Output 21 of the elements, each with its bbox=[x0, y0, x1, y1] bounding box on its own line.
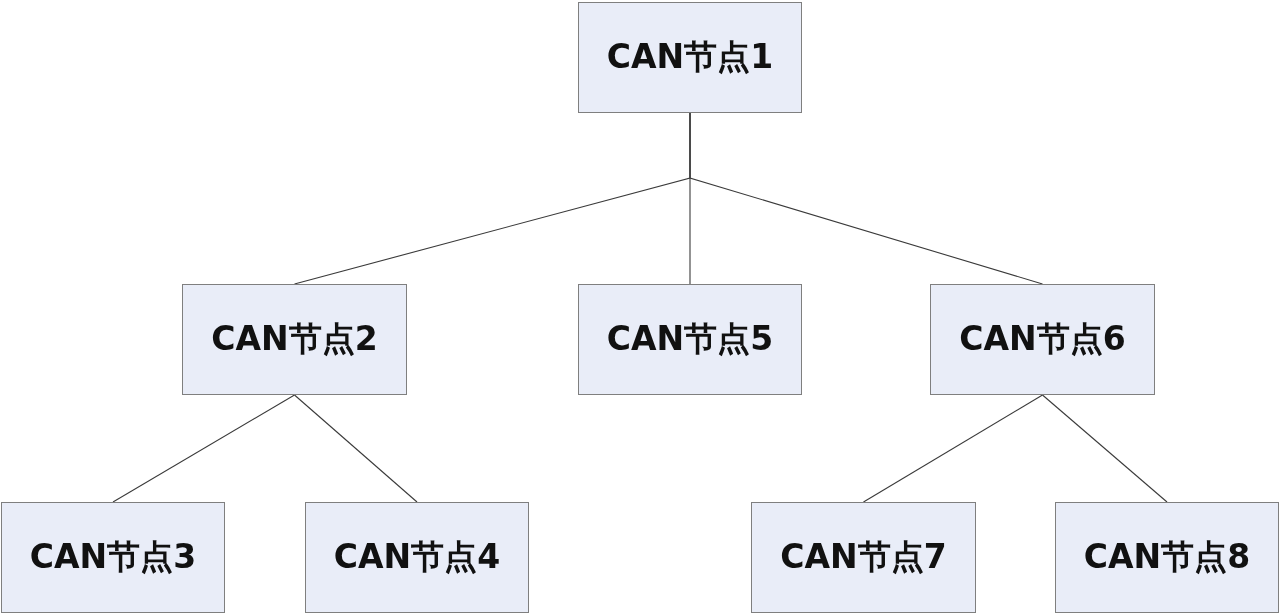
node-label: CAN节点2 bbox=[211, 318, 378, 360]
node-label: CAN节点8 bbox=[1083, 536, 1251, 578]
node-box bbox=[930, 284, 1155, 395]
connector-line bbox=[112, 394, 296, 503]
node-box bbox=[1, 502, 225, 613]
node-label: CAN节点4 bbox=[333, 536, 501, 578]
node-box bbox=[578, 284, 802, 395]
node-box bbox=[1055, 502, 1279, 613]
node-label: CAN节点7 bbox=[780, 536, 947, 578]
connector-line bbox=[293, 394, 418, 503]
node-label: CAN节点6 bbox=[959, 318, 1126, 360]
connector-line bbox=[1041, 394, 1168, 503]
node-label: CAN节点3 bbox=[29, 536, 197, 578]
connector-line bbox=[862, 394, 1044, 503]
connector-line bbox=[689, 112, 1044, 285]
node-box bbox=[578, 2, 802, 113]
node-label: CAN节点1 bbox=[606, 36, 774, 78]
node-box bbox=[182, 284, 407, 395]
node-box bbox=[305, 502, 529, 613]
node-label: CAN节点5 bbox=[606, 318, 774, 360]
node-box bbox=[751, 502, 976, 613]
